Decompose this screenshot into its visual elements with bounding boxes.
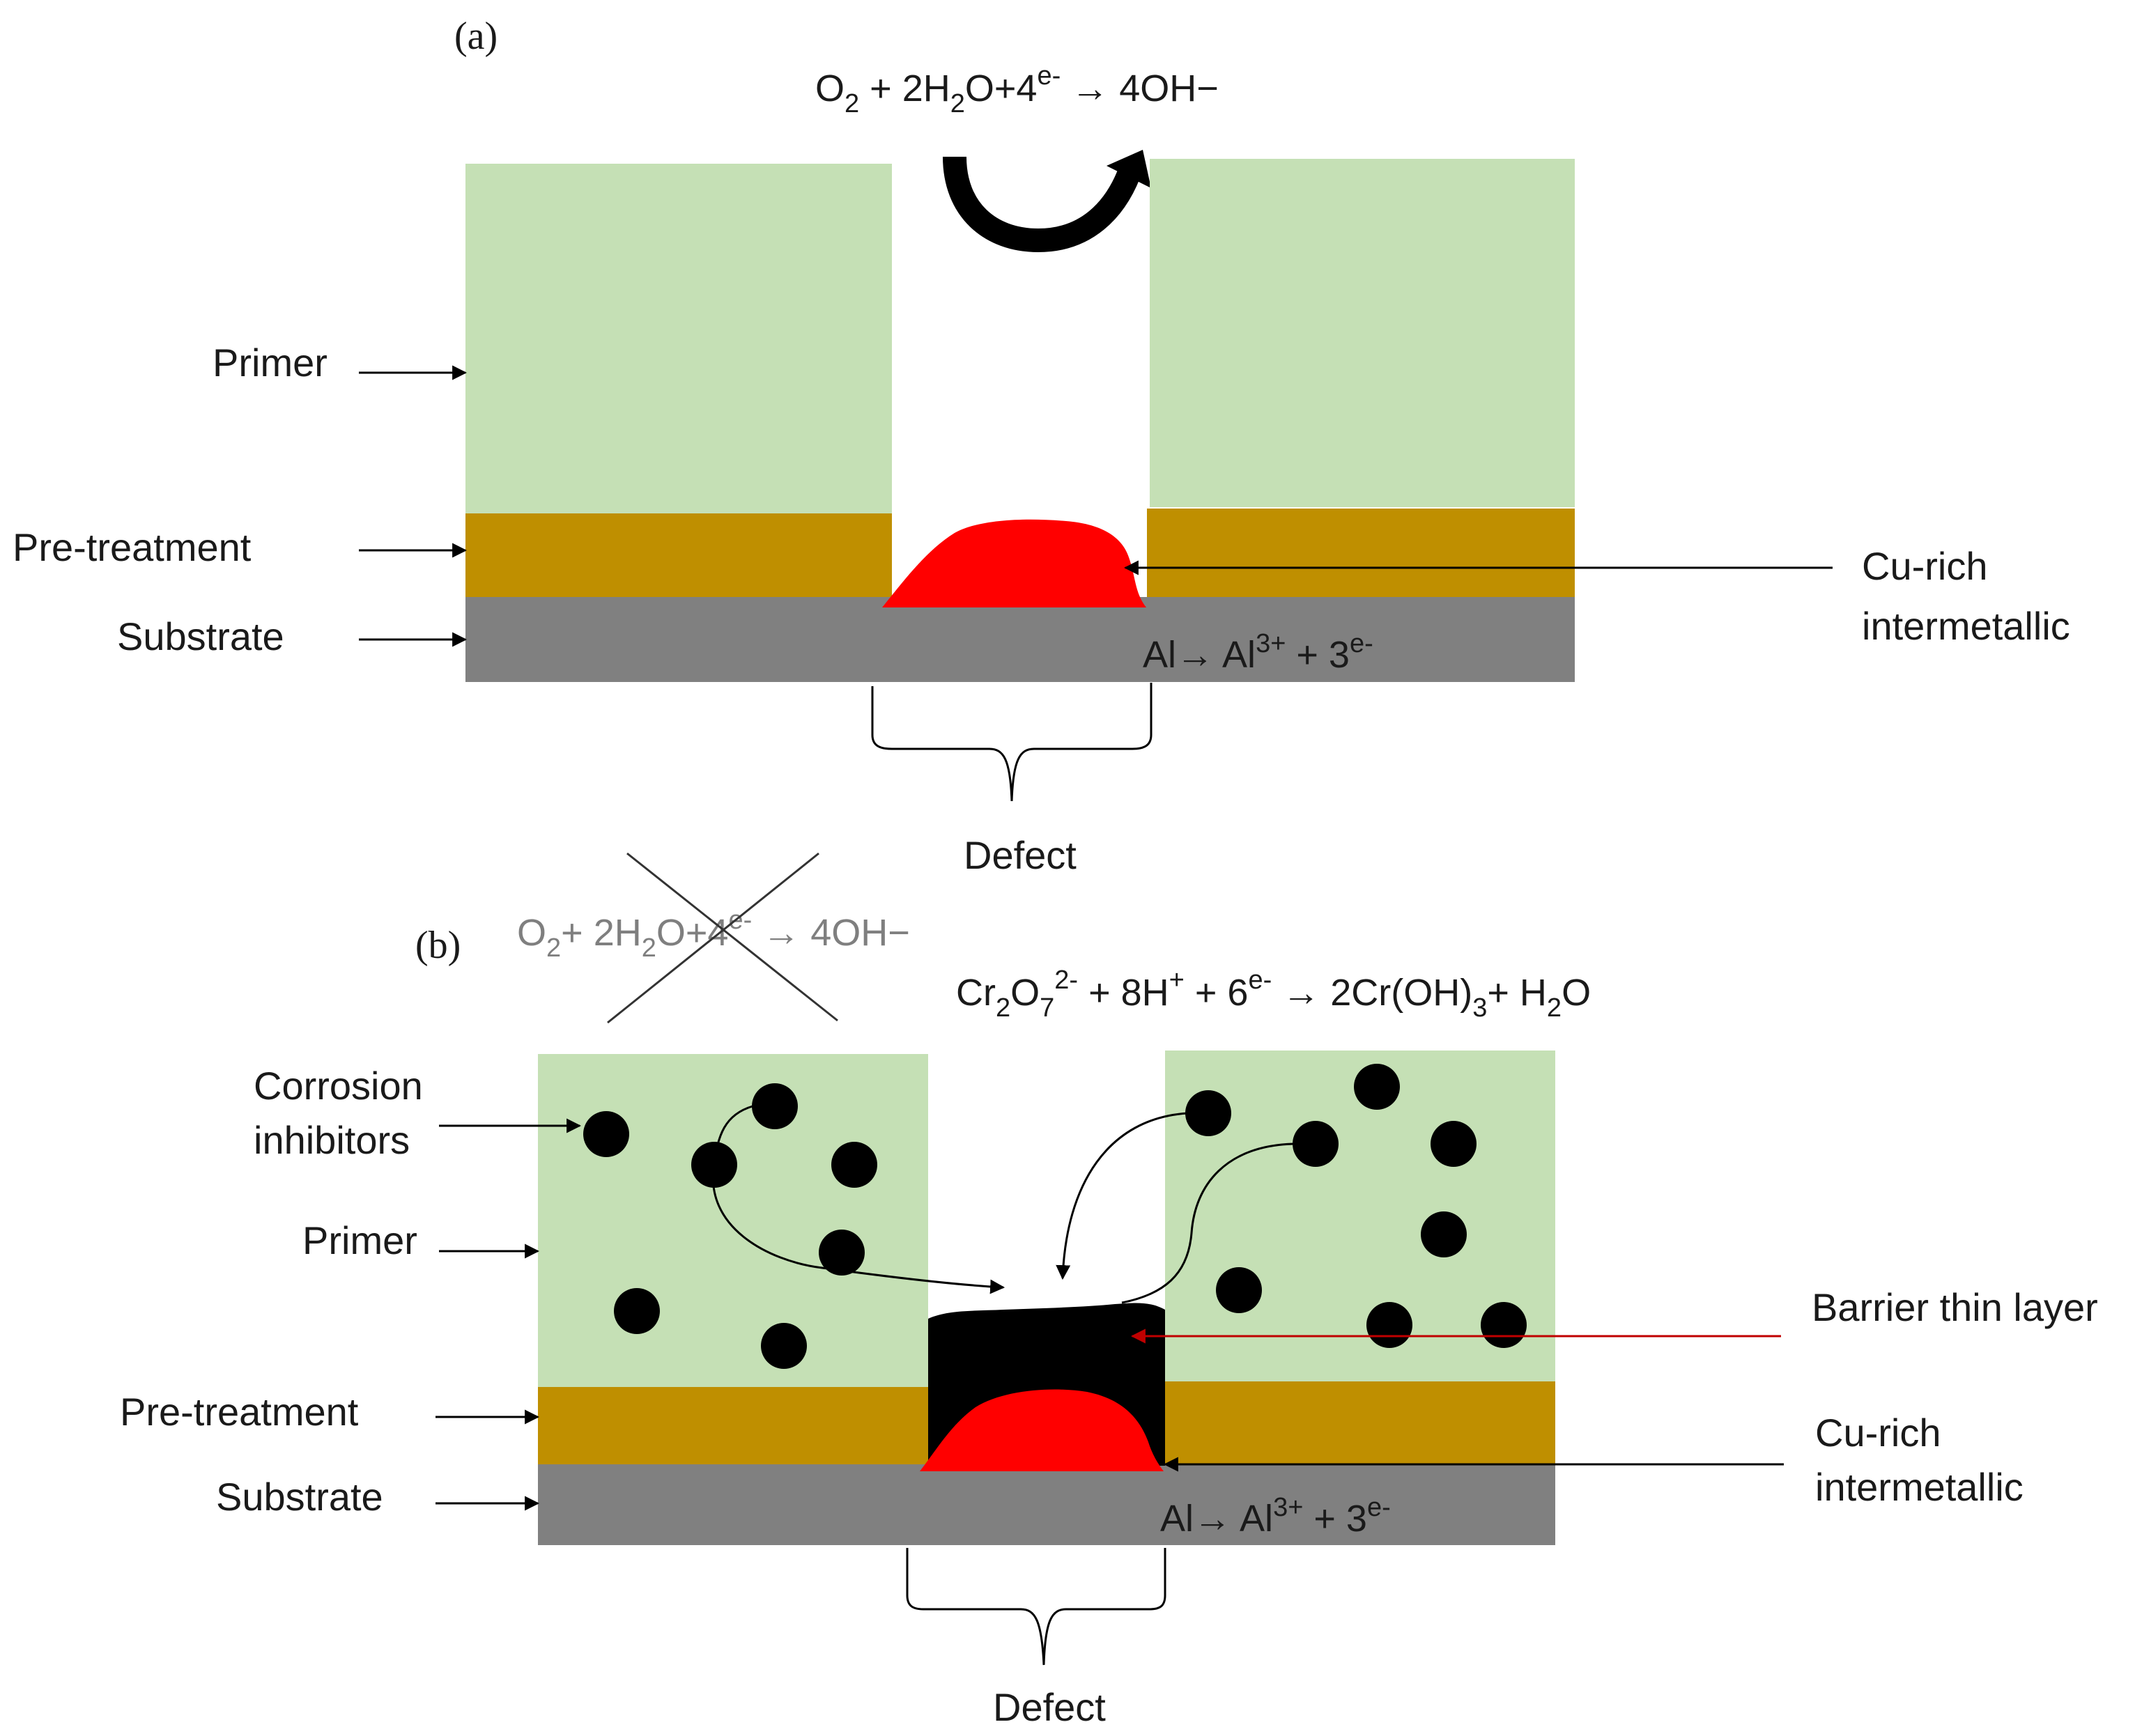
cu-rich-label-line1: Cu-rich xyxy=(1815,1411,1941,1455)
inhibitor-migration-arrow xyxy=(711,1105,1005,1294)
primer-left-block xyxy=(538,1054,928,1388)
inhibitor-particle xyxy=(819,1230,865,1276)
pretreatment-label: Pre-treatment xyxy=(120,1390,359,1434)
inhibitor-particle xyxy=(1354,1064,1400,1110)
inhibitor-migration-arrow xyxy=(1121,1142,1294,1304)
cu-rich-label-line1: Cu-rich xyxy=(1862,544,1987,588)
pretreatment-right xyxy=(1147,509,1575,598)
inhibitor-particle xyxy=(583,1111,629,1157)
inhibitor-particle xyxy=(1481,1302,1527,1348)
inhibitor-particle xyxy=(1185,1090,1231,1136)
curved-arrow-head xyxy=(1107,150,1151,188)
defect-label: Defect xyxy=(993,1685,1106,1729)
inhibitor-particle xyxy=(1216,1267,1262,1313)
pretreatment-label: Pre-treatment xyxy=(13,525,252,569)
inhibitor-particle xyxy=(1293,1121,1339,1167)
primer-label: Primer xyxy=(302,1218,417,1262)
pretreatment-left xyxy=(465,513,892,598)
inhibitors-label-line1: Corrosion xyxy=(254,1064,423,1108)
cu-rich-label-line2: intermetallic xyxy=(1862,604,2070,648)
cu-rich-intermetallic xyxy=(920,1389,1164,1471)
inhibitor-particle xyxy=(1366,1302,1412,1348)
panel-a-cathodic-reaction: O2 + 2H2O+4e- → 4OH− xyxy=(815,61,1219,118)
pretreatment-left xyxy=(538,1387,928,1466)
inhibitor-particle xyxy=(831,1142,877,1188)
substrate-label: Substrate xyxy=(216,1475,383,1519)
pretreatment-right xyxy=(1165,1381,1555,1466)
inhibitor-particle xyxy=(1431,1121,1477,1167)
inhibitor-particle xyxy=(1421,1211,1467,1257)
inhibitor-migration-arrow xyxy=(1056,1112,1189,1280)
panel-b: (b) O2+ 2H2O+4e- → 4OH− Cr2O72- + 8H+ + … xyxy=(120,852,2098,1729)
cross-out-line-2 xyxy=(607,852,819,1024)
panel-a-label: (a) xyxy=(454,15,498,58)
inhibitor-particle xyxy=(614,1288,660,1334)
inhibitor-particle xyxy=(761,1323,807,1369)
inhibitor-particle xyxy=(752,1083,798,1129)
curved-reaction-arrow xyxy=(943,156,1140,253)
cu-rich-intermetallic xyxy=(882,519,1146,607)
primer-label: Primer xyxy=(213,341,327,385)
defect-brace xyxy=(871,683,1153,802)
cross-out-line-1 xyxy=(626,852,838,1022)
substrate-label: Substrate xyxy=(117,614,284,658)
panel-b-blocked-reaction: O2+ 2H2O+4e- → 4OH− xyxy=(517,906,910,963)
primer-right-block xyxy=(1150,159,1575,507)
chromate-reaction: Cr2O72- + 8H+ + 6e- → 2Cr(OH)3+ H2O xyxy=(956,966,1591,1023)
inhibitors-label-line2: inhibitors xyxy=(254,1118,410,1162)
primer-left-block xyxy=(465,164,892,513)
panel-a: (a) O2 + 2H2O+4e- → 4OH− Al→ Al3+ + 3e- … xyxy=(13,15,2070,877)
substrate-bar xyxy=(538,1464,1555,1545)
defect-brace xyxy=(906,1548,1166,1666)
panel-b-label: (b) xyxy=(415,924,461,967)
substrate-bar xyxy=(465,597,1575,682)
barrier-label: Barrier thin layer xyxy=(1812,1285,2098,1329)
cu-rich-label-line2: intermetallic xyxy=(1815,1465,2024,1509)
panel-a-anodic-reaction: Al→ Al3+ + 3e- xyxy=(1143,629,1373,676)
panel-b-anodic-reaction: Al→ Al3+ + 3e- xyxy=(1160,1493,1391,1540)
defect-label: Defect xyxy=(964,833,1077,877)
